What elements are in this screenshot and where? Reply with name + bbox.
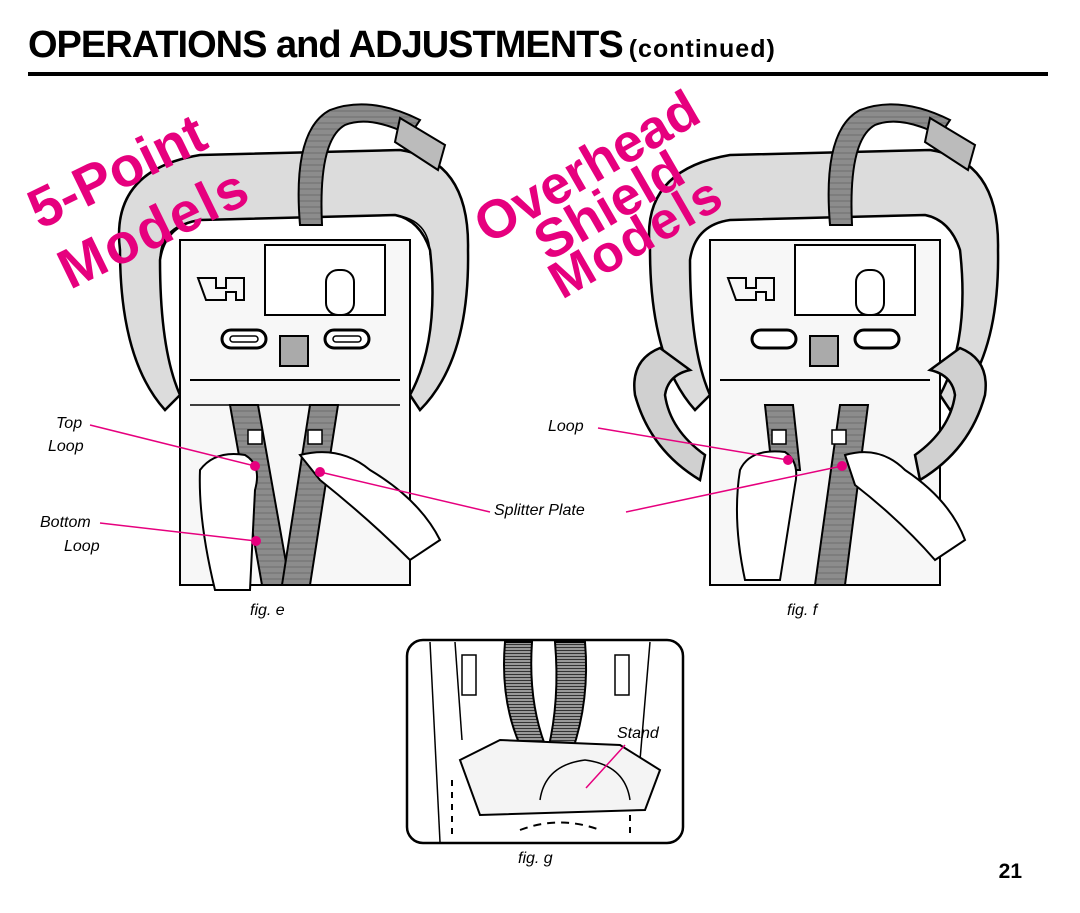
fig-e-drawing: [89, 103, 491, 591]
overhead-shield-models-watermark: Overhead Shield Models: [464, 79, 734, 311]
top-loop-label-line2: Loop: [48, 438, 84, 455]
fig-f-drawing: [597, 103, 1000, 586]
fig-f-caption: fig. f: [787, 602, 818, 619]
title-rule: [28, 72, 1048, 76]
page-title: OPERATIONS and ADJUSTMENTS(continued): [28, 24, 776, 67]
loop-label: Loop: [548, 418, 584, 435]
page-title-suffix: (continued): [628, 35, 776, 63]
splitter-plate-label: Splitter Plate: [494, 502, 585, 519]
fig-g-caption: fig. g: [518, 850, 553, 867]
fig-e-caption: fig. e: [250, 602, 285, 619]
fig-g-drawing: [405, 638, 685, 845]
top-loop-label-line1: Top: [56, 415, 83, 432]
stand-label: Stand: [617, 725, 659, 742]
page-title-main: OPERATIONS and ADJUSTMENTS: [28, 24, 624, 66]
bottom-loop-label-line2: Loop: [64, 538, 100, 555]
bottom-loop-label-line1: Bottom: [40, 514, 91, 531]
page-number: 21: [998, 860, 1022, 883]
